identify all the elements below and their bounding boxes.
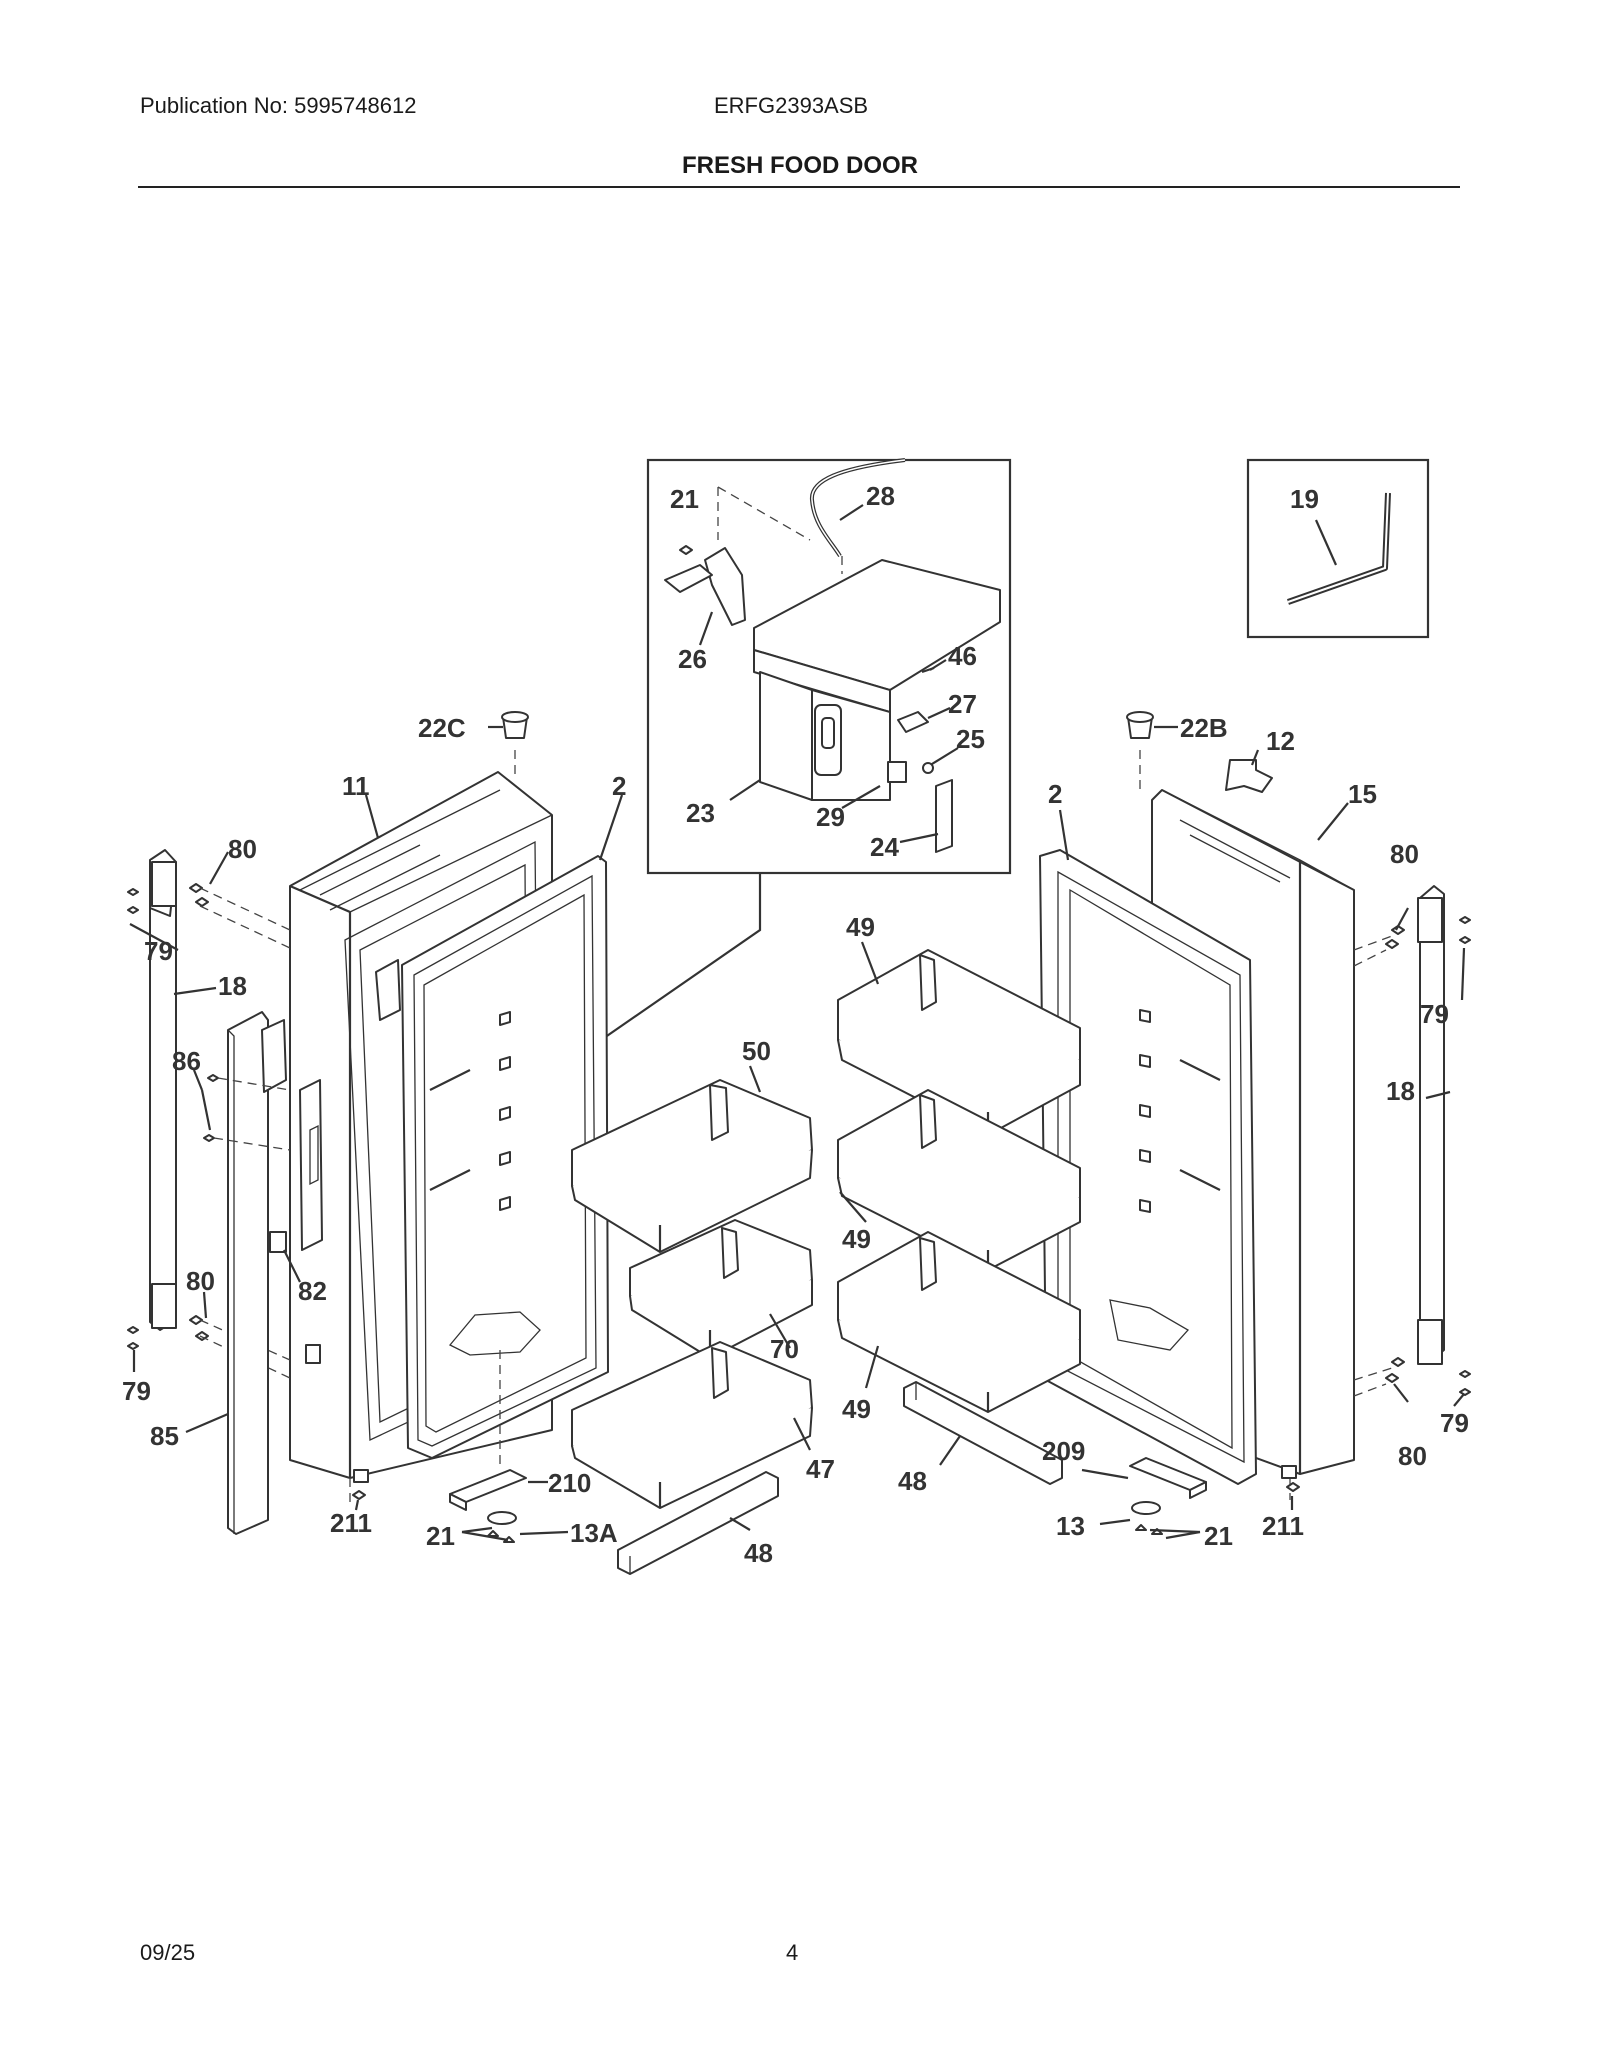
callout-21-right: 21 — [1204, 1521, 1233, 1551]
callout-79-top-left: 79 — [144, 936, 173, 966]
dispenser-cover — [935, 779, 953, 853]
callout-24: 24 — [870, 832, 899, 862]
callout-80-bottom-right: 80 — [1398, 1441, 1427, 1471]
bin-49-bot — [837, 1231, 1081, 1413]
callout-47: 47 — [806, 1454, 835, 1484]
door-bins — [571, 949, 1081, 1575]
tool-inset — [1246, 458, 1430, 639]
callout-210: 210 — [548, 1468, 591, 1498]
left-door-screw-211 — [352, 1490, 366, 1500]
callout-2-left: 2 — [612, 771, 626, 801]
callout-11: 11 — [342, 771, 370, 801]
callout-80-bottom-left: 80 — [186, 1266, 215, 1296]
bin-50 — [571, 1079, 813, 1253]
bin-70 — [629, 1219, 813, 1359]
leader-lines — [129, 725, 1466, 1542]
callout-18-left: 18 — [218, 971, 247, 1001]
right-door — [1039, 711, 1355, 1535]
callout-29: 29 — [816, 802, 845, 832]
callout-48-mid: 48 — [898, 1466, 927, 1496]
callout-22C: 22C — [418, 713, 466, 743]
callout-28: 28 — [866, 481, 895, 511]
callout-79-top-right: 79 — [1420, 999, 1449, 1029]
callout-12: 12 — [1266, 726, 1295, 756]
callout-21-inset: 21 — [670, 484, 699, 514]
callout-25: 25 — [956, 724, 985, 754]
dispenser-housing-body — [759, 671, 813, 801]
callout-85: 85 — [150, 1421, 179, 1451]
header-rule — [138, 186, 1460, 188]
right-door-screw-211 — [1286, 1482, 1300, 1492]
callout-22B: 22B — [1180, 713, 1228, 743]
callout-46: 46 — [948, 641, 977, 671]
callout-49-top: 49 — [846, 912, 875, 942]
callout-49-mid: 49 — [842, 1224, 871, 1254]
inset-frame — [646, 458, 1012, 875]
callout-23: 23 — [686, 798, 715, 828]
callout-27: 27 — [948, 689, 977, 719]
dispenser-spring — [922, 762, 934, 774]
callout-2-right: 2 — [1048, 779, 1062, 809]
right-lower-hinge — [1129, 1457, 1207, 1491]
callout-86: 86 — [172, 1046, 201, 1076]
model-number: ERFG2393ASB — [714, 93, 869, 118]
left-lower-hinge — [449, 1469, 527, 1503]
bin-trim-48-left — [617, 1471, 779, 1575]
dispenser-paddle — [704, 547, 746, 626]
left-trim-strip — [227, 1011, 269, 1535]
callout-80-top-left: 80 — [228, 834, 257, 864]
dispenser-inset — [429, 458, 1012, 1112]
callout-79-bottom-left: 79 — [122, 1376, 151, 1406]
callout-79-bottom-right: 79 — [1440, 1408, 1469, 1438]
callout-19: 19 — [1290, 484, 1319, 514]
left-door-bracket — [269, 1231, 287, 1253]
dispenser-switch — [887, 761, 907, 783]
callout-50: 50 — [742, 1036, 771, 1066]
left-handle — [127, 849, 291, 1535]
callout-82: 82 — [298, 1276, 327, 1306]
callout-209: 209 — [1042, 1436, 1085, 1466]
dispenser-actuator — [897, 711, 929, 733]
callout-labels: 21 28 26 46 27 25 23 29 24 19 22C 22B 12… — [122, 481, 1469, 1568]
left-handle-bar — [149, 849, 177, 1331]
callout-80-top-right: 80 — [1390, 839, 1419, 869]
page-title: FRESH FOOD DOOR — [681, 152, 918, 179]
callout-26: 26 — [678, 644, 707, 674]
left-door — [269, 711, 609, 1543]
callout-70: 70 — [770, 1334, 799, 1364]
right-handle-bar — [1419, 885, 1445, 1363]
callout-18-right: 18 — [1386, 1076, 1415, 1106]
right-handle — [1353, 885, 1471, 1397]
callout-13A: 13A — [570, 1518, 618, 1548]
callout-211-left: 211 — [330, 1508, 372, 1538]
callout-13: 13 — [1056, 1511, 1085, 1541]
publication-number: Publication No: 5995748612 — [140, 93, 417, 118]
callout-15: 15 — [1348, 779, 1377, 809]
footer-date: 09/25 — [140, 1940, 196, 1965]
bin-47 — [571, 1341, 813, 1509]
callout-49-bot: 49 — [842, 1394, 871, 1424]
page-number: 4 — [786, 1940, 799, 1965]
callout-211-right: 211 — [1262, 1511, 1304, 1541]
part-12-clip — [1225, 759, 1273, 793]
tool-inset-frame — [1246, 458, 1430, 639]
callout-48-bot: 48 — [744, 1538, 773, 1568]
callout-21-left: 21 — [426, 1521, 455, 1551]
